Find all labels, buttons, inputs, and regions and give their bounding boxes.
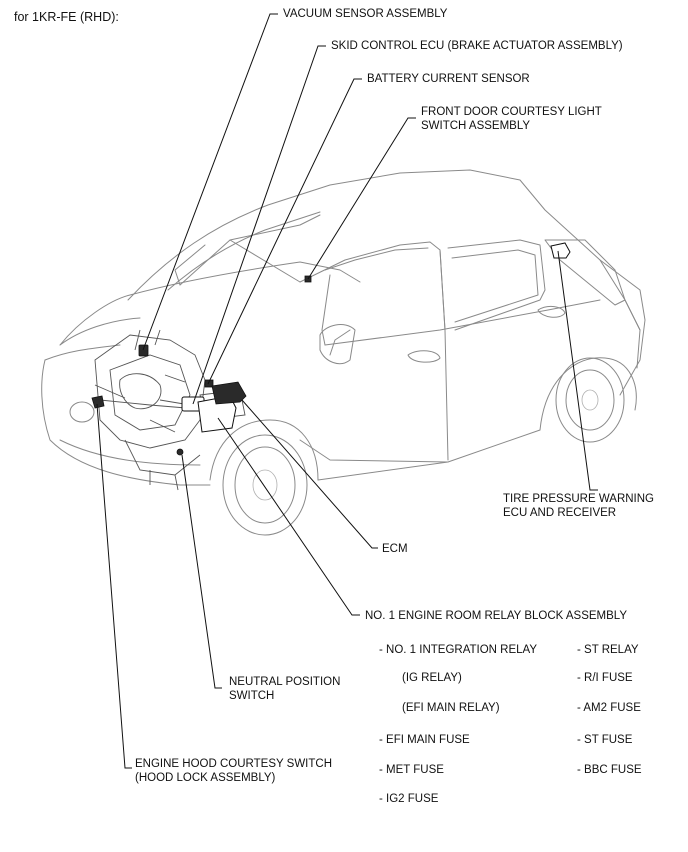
relay-item: - AM2 FUSE [577, 702, 641, 714]
label-front-door-switch-line2: SWITCH ASSEMBLY [421, 120, 531, 132]
label-neutral-switch-line1: NEUTRAL POSITION [229, 676, 341, 688]
ecm-mark [211, 381, 247, 405]
label-vacuum-sensor: VACUUM SENSOR ASSEMBLY [283, 8, 448, 20]
relay-item: - EFI MAIN FUSE [379, 734, 470, 746]
tire-pressure-ecu-mark [550, 242, 571, 259]
hood-switch-mark [91, 395, 105, 409]
label-neutral-switch-line2: SWITCH [229, 690, 275, 702]
relay-item: - MET FUSE [379, 764, 444, 776]
relay-item: - ST RELAY [577, 644, 639, 656]
vacuum-sensor-mark [138, 344, 149, 357]
label-front-door-switch-line1: FRONT DOOR COURTESY LIGHT [421, 106, 602, 118]
label-skid-control-ecu: SKID CONTROL ECU (BRAKE ACTUATOR ASSEMBL… [331, 40, 623, 52]
battery-current-sensor-mark [204, 379, 214, 388]
leader-lines [96, 13, 598, 769]
relay-item: (IG RELAY) [402, 672, 462, 684]
label-tire-pressure-line1: TIRE PRESSURE WARNING [503, 493, 655, 505]
relay-item: - BBC FUSE [577, 764, 642, 776]
diagram-title: for 1KR-FE (RHD): [14, 10, 119, 24]
relay-item: - NO. 1 INTEGRATION RELAY [379, 644, 538, 656]
label-ecm: ECM [382, 543, 408, 555]
relay-item: - IG2 FUSE [379, 793, 439, 805]
label-tire-pressure-line2: ECU AND RECEIVER [503, 507, 617, 519]
label-battery-current-sensor: BATTERY CURRENT SENSOR [367, 73, 530, 85]
label-hood-switch-line2: (HOOD LOCK ASSEMBLY) [135, 772, 276, 784]
components [91, 242, 571, 456]
label-hood-switch-line1: ENGINE HOOD COURTESY SWITCH [135, 758, 333, 770]
neutral-switch-mark [176, 448, 184, 456]
relay-item: - ST FUSE [577, 734, 633, 746]
relay-item: (EFI MAIN RELAY) [402, 702, 500, 714]
relay-item: - R/I FUSE [577, 672, 633, 684]
car-outline [41, 169, 646, 536]
label-relay-block: NO. 1 ENGINE ROOM RELAY BLOCK ASSEMBLY [365, 610, 628, 622]
